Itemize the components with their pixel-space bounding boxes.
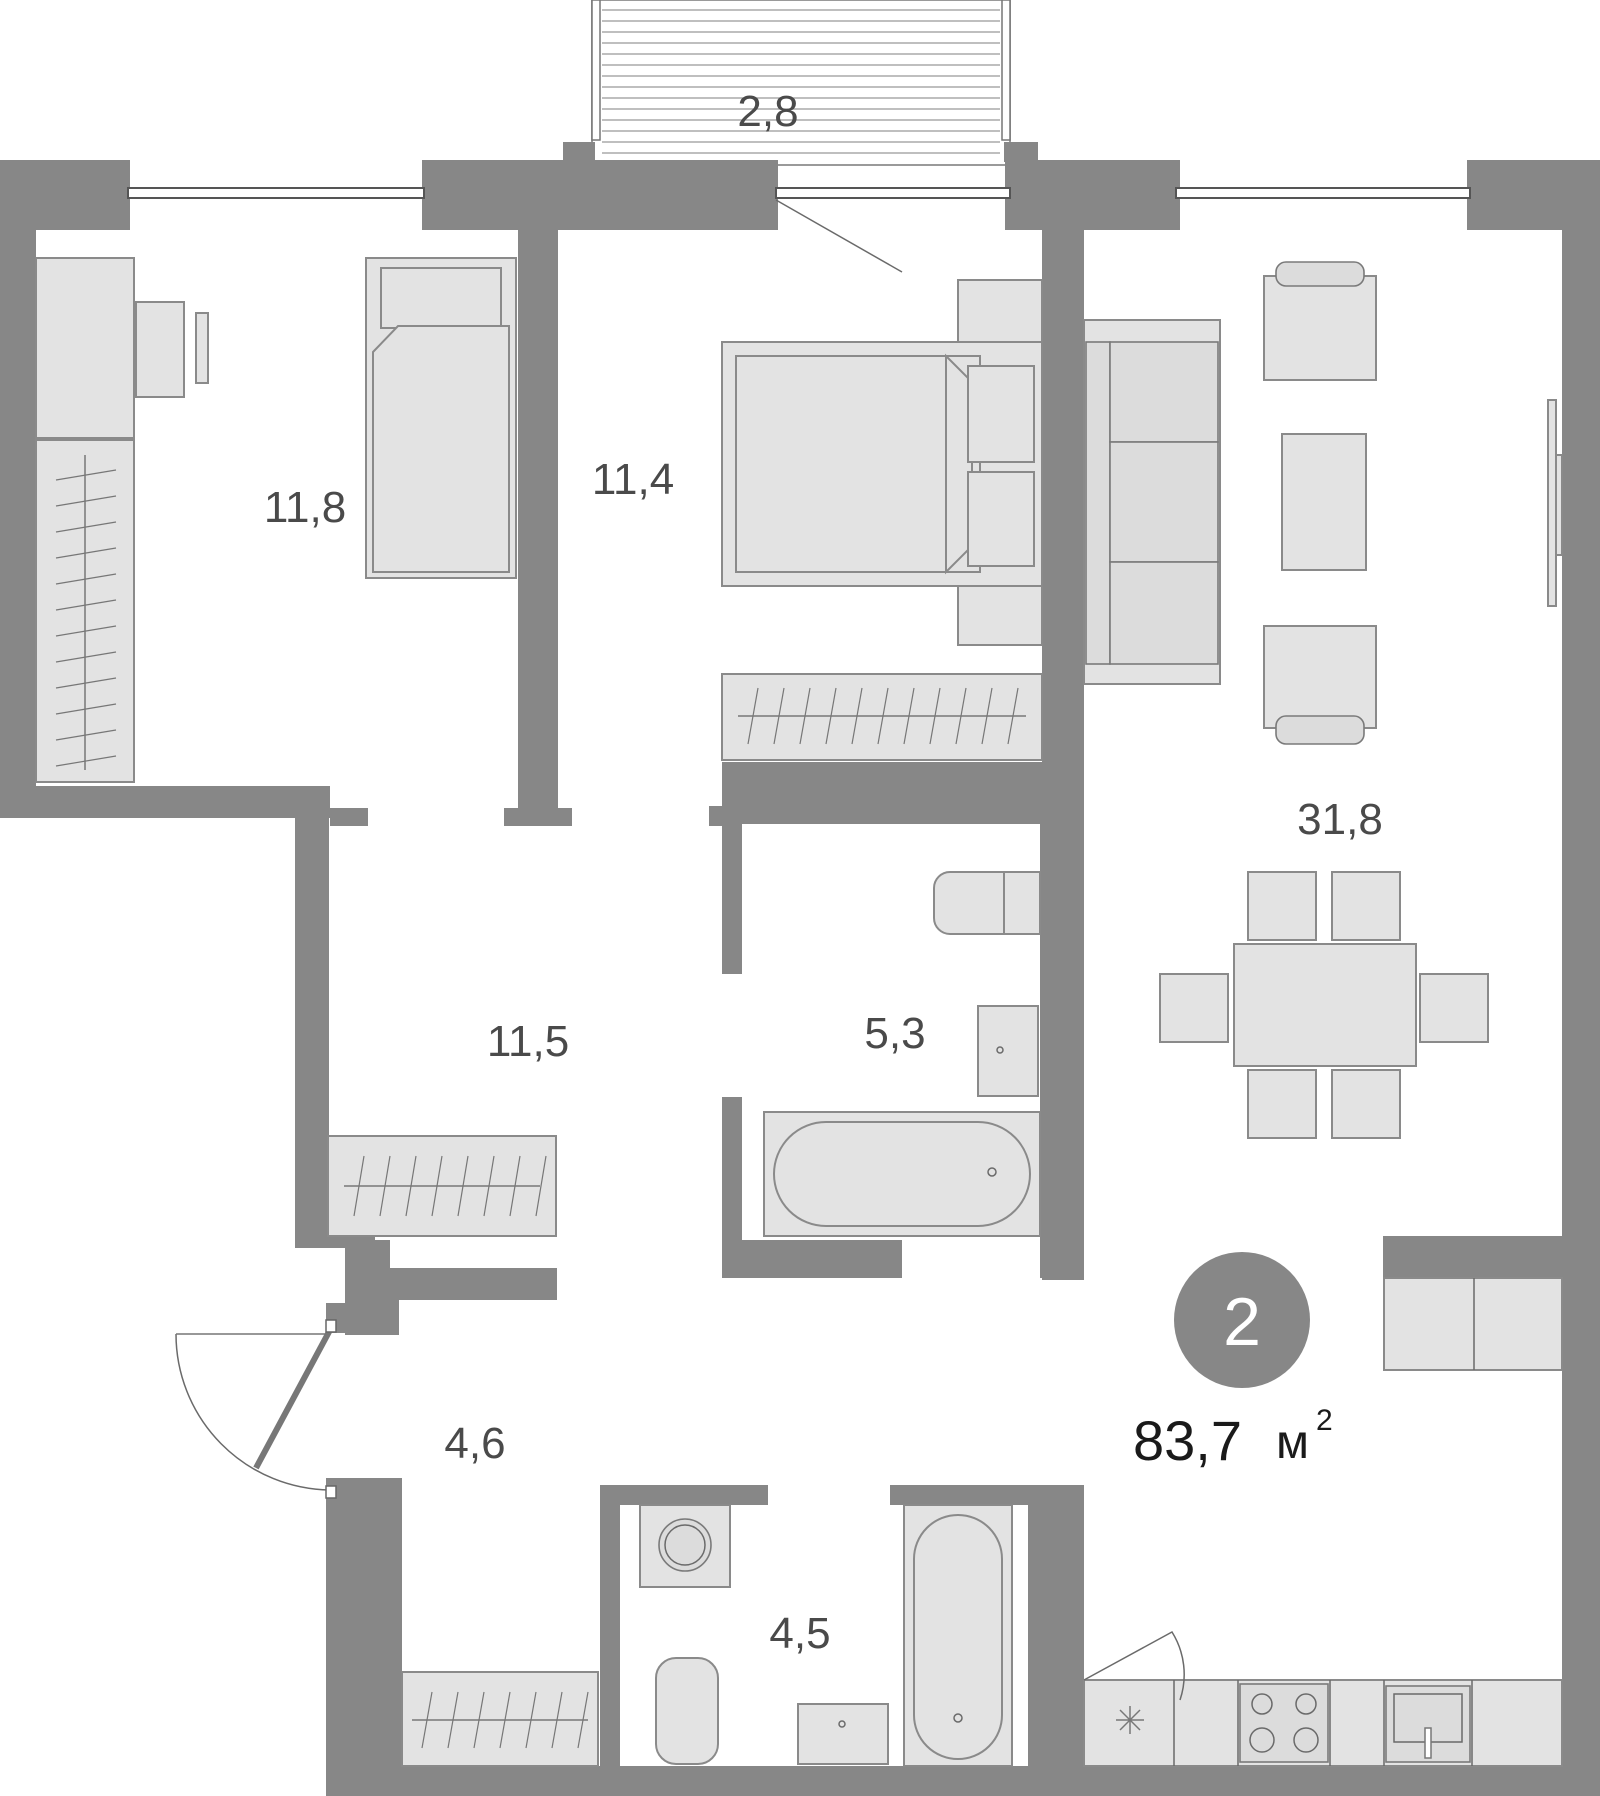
- walls: [0, 142, 1600, 1796]
- area-label-hallway: 11,5: [487, 1017, 569, 1066]
- area-label-bathroom-second: 4,5: [769, 1609, 830, 1658]
- total-area-unit: м: [1276, 1416, 1309, 1469]
- left-bedroom-furniture: [35, 257, 517, 783]
- total-area: 83,7 м 2: [1133, 1404, 1333, 1472]
- hallway-wardrobe: [327, 1135, 557, 1237]
- room-count: 2: [1223, 1284, 1261, 1360]
- kitchen: [1083, 1631, 1563, 1767]
- balcony: [591, 0, 1011, 166]
- entry-wardrobe: [401, 1671, 599, 1767]
- bathroom-main-fixtures: [763, 871, 1041, 1237]
- right-bedroom-furniture: [721, 279, 1043, 761]
- area-label-bathroom-main: 5,3: [864, 1009, 925, 1058]
- area-label-bedroom-left: 11,8: [264, 483, 346, 532]
- area-label-living-kitchen: 31,8: [1297, 795, 1383, 844]
- entry-door: [175, 1319, 337, 1499]
- room-labels: 2,8 11,8 11,4 31,8 11,5 5,3 4,6 4,5: [264, 87, 1383, 1658]
- area-label-entry: 4,6: [444, 1419, 505, 1468]
- area-label-balcony: 2,8: [737, 87, 798, 136]
- area-label-bedroom-right: 11,4: [592, 455, 674, 504]
- total-area-value: 83,7: [1133, 1409, 1242, 1472]
- living-furniture: [1083, 261, 1563, 1371]
- bathroom-second-fixtures: [639, 1504, 1013, 1767]
- room-count-badge: 2: [1174, 1252, 1310, 1388]
- total-area-unit-power: 2: [1316, 1404, 1333, 1437]
- windows: [127, 187, 1471, 273]
